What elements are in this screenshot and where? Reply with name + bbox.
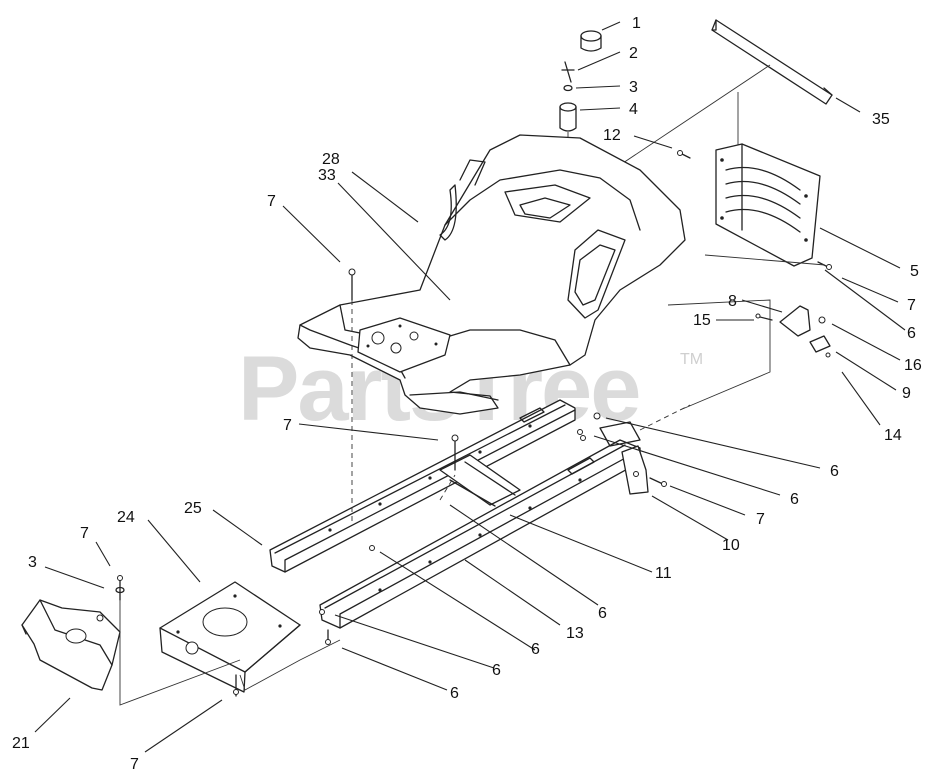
part-4-spacer[interactable] (559, 102, 577, 132)
callout-2[interactable]: 2 (629, 45, 638, 62)
callout-13[interactable]: 13 (566, 625, 584, 642)
part-7-bolt-center[interactable] (451, 434, 459, 471)
leader-lines (34, 21, 906, 753)
callout-14[interactable]: 14 (884, 427, 902, 444)
callout-12[interactable]: 12 (603, 127, 621, 144)
part-6-screw-lower-b[interactable] (319, 609, 325, 615)
part-7-screw-upper-right[interactable] (817, 261, 832, 270)
callout-labels: 1 2 3 4 12 35 28 33 7 5 7 6 8 15 16 9 14… (12, 15, 922, 773)
callout-24[interactable]: 24 (117, 509, 135, 526)
callout-7-seat[interactable]: 7 (267, 193, 276, 210)
part-15-screw[interactable] (755, 313, 773, 321)
callout-15[interactable]: 15 (693, 312, 711, 329)
callout-5[interactable]: 5 (910, 263, 919, 280)
part-33-mount-plate[interactable] (357, 317, 451, 373)
callout-25[interactable]: 25 (184, 500, 202, 517)
part-12-screw[interactable] (677, 150, 691, 159)
callout-21[interactable]: 21 (12, 735, 30, 752)
callout-1[interactable]: 1 (632, 15, 641, 32)
callout-3[interactable]: 3 (629, 79, 638, 96)
part-16-nut[interactable] (818, 316, 826, 324)
callout-16[interactable]: 16 (904, 357, 922, 374)
callout-10[interactable]: 10 (722, 537, 740, 554)
part-35-crossbar[interactable] (711, 19, 833, 105)
part-10-rear-bracket[interactable] (599, 421, 649, 495)
part-21-mount-bracket[interactable] (21, 599, 121, 691)
callout-4[interactable]: 4 (629, 101, 638, 118)
part-11-cross-member[interactable] (439, 454, 521, 507)
callout-6-lower-a[interactable]: 6 (492, 662, 501, 679)
callout-8[interactable]: 8 (728, 293, 737, 310)
part-7-bolt-seat[interactable] (348, 268, 356, 301)
watermark-trademark: TM (680, 351, 703, 368)
part-7-screw-frame[interactable] (649, 477, 667, 487)
part-24-plate[interactable] (159, 581, 301, 693)
part-6-screw-lower-c[interactable] (325, 629, 331, 645)
callout-9[interactable]: 9 (902, 385, 911, 402)
callout-33[interactable]: 33 (318, 167, 336, 184)
part-3-washer-top[interactable] (563, 84, 573, 92)
callout-7-bottom[interactable]: 7 (130, 756, 139, 773)
part-8-bracket[interactable] (779, 305, 811, 337)
callout-6-lower-b[interactable]: 6 (450, 685, 459, 702)
callout-6-frame-a[interactable]: 6 (830, 463, 839, 480)
callout-28[interactable]: 28 (322, 151, 340, 168)
callout-7-lower[interactable]: 7 (80, 525, 89, 542)
callout-6-mid[interactable]: 6 (598, 605, 607, 622)
callout-7-panel[interactable]: 7 (907, 297, 916, 314)
part-2-pin[interactable] (561, 61, 575, 83)
part-1-cap[interactable] (580, 30, 602, 52)
callout-35[interactable]: 35 (872, 111, 890, 128)
callout-6-rail[interactable]: 6 (531, 641, 540, 658)
part-9-clip[interactable] (809, 335, 831, 358)
part-25-frame-rail-left[interactable] (269, 399, 576, 573)
callout-7-frame[interactable]: 7 (756, 511, 765, 528)
part-6-screw-lower-a[interactable] (369, 545, 375, 551)
part-6-screw-frame-b[interactable] (577, 429, 586, 441)
part-5-side-panel[interactable] (715, 143, 821, 267)
callout-6-panel[interactable]: 6 (907, 325, 916, 342)
part-7-bolt-bottom[interactable] (233, 674, 239, 697)
callout-3-lower[interactable]: 3 (28, 554, 37, 571)
callout-7-center[interactable]: 7 (283, 417, 292, 434)
callout-11[interactable]: 11 (655, 565, 672, 582)
callout-6-frame-b[interactable]: 6 (790, 491, 799, 508)
part-7-bolt-lower-left[interactable] (117, 575, 123, 601)
part-6-screw-frame-a[interactable] (593, 412, 601, 420)
